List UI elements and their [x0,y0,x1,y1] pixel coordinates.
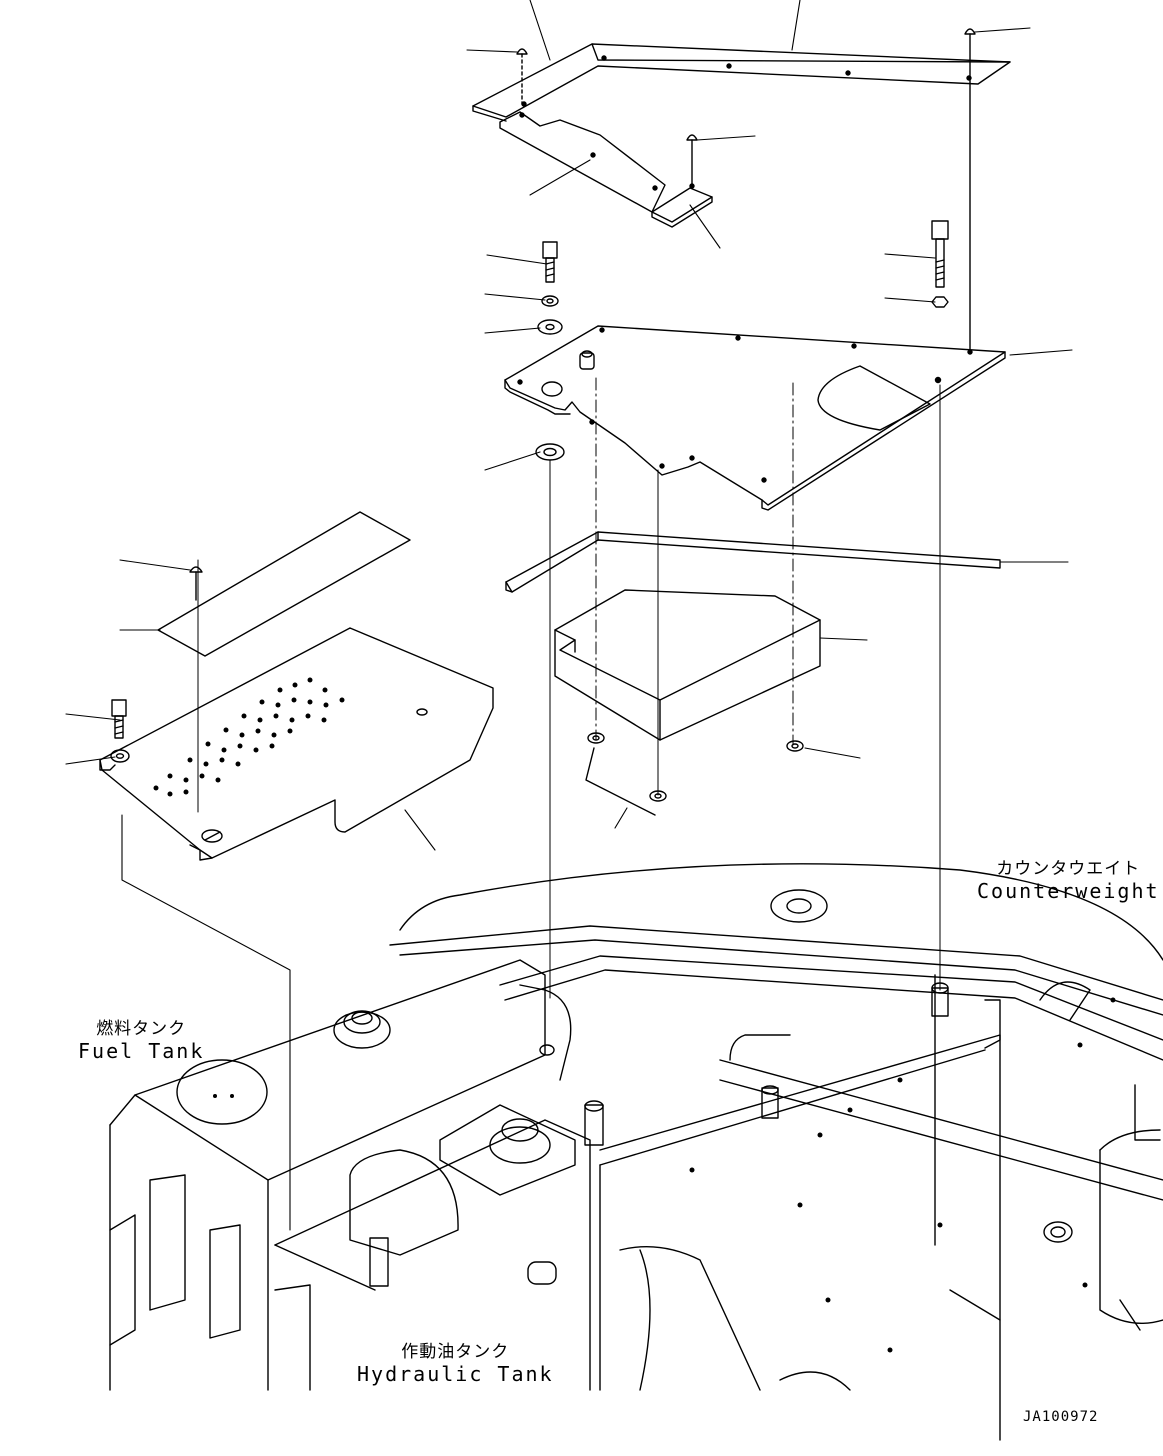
left-pin [189,566,203,601]
fuel-tank-label-en: Fuel Tank [78,1039,205,1063]
hydraulic-tank-label-en: Hydraulic Tank [357,1362,554,1386]
document-number: JA100972 [1023,1409,1099,1425]
leader-lines [65,0,1073,851]
middle-cover-rivets [517,327,973,483]
hydraulic-tank-label: 作動油タンク Hydraulic Tank [357,1337,554,1386]
top-cover-sub-plate [499,111,713,228]
sponge-pad [554,589,821,741]
small-washers [585,732,804,816]
fuel-tank-leader [121,814,291,1231]
frame-holes [213,997,1116,1353]
left-cover-details [201,708,428,843]
bolt-right [931,220,949,308]
bolt-left-cover [110,699,130,763]
counterweight-label: カウンタウエイト Counterweight [977,854,1160,903]
left-cover-holes [153,677,345,797]
fuel-tank-label: 燃料タンク Fuel Tank [78,1014,204,1063]
top-cover-rivets [519,55,972,191]
hydraulic-tank-label-jp: 作動油タンク [401,1342,510,1362]
alignment-lines [197,377,941,999]
top-cover-plate [472,43,1011,122]
top-pins [516,28,976,351]
seal-strip [505,531,1001,593]
counterweight-label-jp: カウンタウエイト [996,859,1141,879]
counterweight-label-en: Counterweight [977,879,1160,903]
bolt-left [537,241,563,335]
machine-frame [109,863,1163,1441]
fuel-tank-label-jp: 燃料タンク [96,1019,187,1039]
left-cover-body [99,627,494,861]
left-top-plate [157,511,411,657]
middle-cover-plate [504,325,1006,511]
